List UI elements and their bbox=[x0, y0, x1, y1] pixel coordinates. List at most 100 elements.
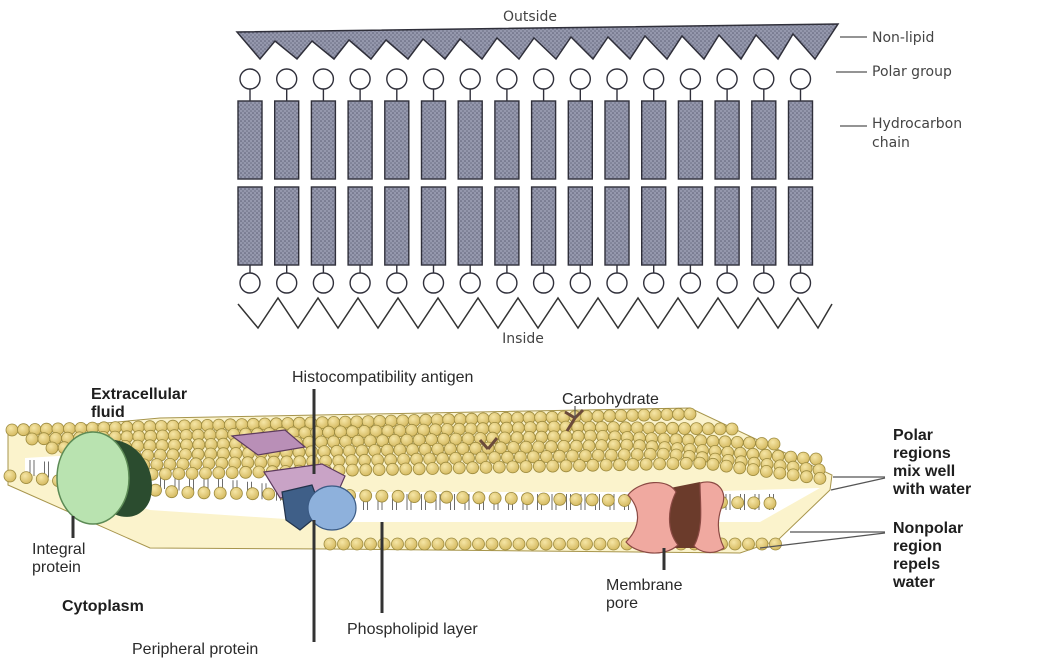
polar-head-lower bbox=[277, 273, 297, 293]
polar-head-upper bbox=[424, 69, 444, 89]
phospholipid-head bbox=[440, 462, 452, 474]
polar-head-lower bbox=[607, 273, 627, 293]
phospholipid-head bbox=[533, 460, 545, 472]
phospholipid-head bbox=[441, 491, 453, 503]
phospholipid-head bbox=[213, 467, 225, 479]
polar-head-lower bbox=[424, 273, 444, 293]
phospholipid-head bbox=[405, 538, 417, 550]
nonpolar-region-label-3: repels bbox=[893, 556, 940, 573]
phospholipid-head bbox=[4, 470, 16, 482]
hydrocarbon-chain-upper bbox=[238, 101, 262, 179]
phospholipid-head bbox=[592, 410, 604, 422]
phospholipid-head bbox=[714, 423, 726, 435]
hydrocarbon-chain-lower bbox=[532, 187, 556, 265]
phospholipid-head bbox=[392, 490, 404, 502]
phospholipid-head bbox=[453, 462, 465, 474]
phospholipid-head bbox=[614, 459, 626, 471]
hydrocarbon-chain-lower bbox=[789, 187, 813, 265]
phospholipid-head bbox=[667, 422, 679, 434]
phospholipid-head bbox=[6, 424, 18, 436]
nonpolar-region-label-2: region bbox=[893, 538, 942, 555]
phospholipid-head bbox=[604, 410, 616, 422]
phospholipid-head bbox=[392, 538, 404, 550]
hydrocarbon-chain-lower bbox=[752, 187, 776, 265]
phospholipid-head bbox=[726, 423, 738, 435]
hydrocarbon-chain-upper bbox=[458, 101, 482, 179]
phospholipid-head bbox=[640, 458, 652, 470]
phospholipid-head bbox=[680, 457, 692, 469]
peripheral-protein-label: Peripheral protein bbox=[132, 641, 258, 658]
phospholipid-head bbox=[690, 423, 702, 435]
polar-head-lower bbox=[680, 273, 700, 293]
outside-label: Outside bbox=[503, 9, 557, 25]
polar-head-upper bbox=[570, 69, 590, 89]
phospholipid-head bbox=[560, 460, 572, 472]
phospholipid-head bbox=[627, 458, 639, 470]
polar-head-upper bbox=[607, 69, 627, 89]
hydrocarbon-chain-upper bbox=[789, 101, 813, 179]
phospholipid-head bbox=[600, 459, 612, 471]
phospholipid-head bbox=[173, 468, 185, 480]
polar-head-upper bbox=[534, 69, 554, 89]
hydrocarbon-chain-upper bbox=[275, 101, 299, 179]
polar-head-upper bbox=[350, 69, 370, 89]
phospholipid-head bbox=[586, 494, 598, 506]
phospholipid-head bbox=[240, 466, 252, 478]
hydrocarbon-chain-lower bbox=[348, 187, 372, 265]
phospholipid-head bbox=[489, 492, 501, 504]
phospholipid-head bbox=[554, 493, 566, 505]
polar-head-upper bbox=[680, 69, 700, 89]
polar-head-upper bbox=[754, 69, 774, 89]
phospholipid-head bbox=[594, 538, 606, 550]
polar-head-upper bbox=[313, 69, 333, 89]
phospholipid-head bbox=[253, 466, 265, 478]
polar-head-upper bbox=[460, 69, 480, 89]
phospholipid-head bbox=[574, 460, 586, 472]
hydrocarbon-chain-lower bbox=[458, 187, 482, 265]
phospholipid-head bbox=[570, 494, 582, 506]
phospholipid-head bbox=[527, 538, 539, 550]
polar-regions-label-1: Polar bbox=[893, 427, 933, 444]
phospholipid-head bbox=[480, 461, 492, 473]
hydrocarbon-chain-lower bbox=[238, 187, 262, 265]
hydrocarbon-chain-upper bbox=[422, 101, 446, 179]
polar-head-lower bbox=[754, 273, 774, 293]
phospholipid-head bbox=[226, 467, 238, 479]
polar-head-lower bbox=[350, 273, 370, 293]
polar-head-upper bbox=[497, 69, 517, 89]
phospholipid-head bbox=[521, 493, 533, 505]
phospholipid-layer-label: Phospholipid layer bbox=[347, 621, 478, 638]
phospholipid-head bbox=[182, 487, 194, 499]
phospholipid-head bbox=[159, 468, 171, 480]
phospholipid-head bbox=[770, 538, 782, 550]
phospholipid-head bbox=[581, 538, 593, 550]
hydrocarbon-chain-upper bbox=[752, 101, 776, 179]
phospholipid-head bbox=[520, 461, 532, 473]
phospholipid-head bbox=[186, 467, 198, 479]
phospholipid-head bbox=[378, 538, 390, 550]
hydrocarbon-chain-lower bbox=[422, 187, 446, 265]
phospholipid-head bbox=[768, 438, 780, 450]
phospholipid-head bbox=[756, 438, 768, 450]
phospholipid-head bbox=[346, 464, 358, 476]
phospholipid-head bbox=[507, 461, 519, 473]
hydrocarbon-chain-lower bbox=[642, 187, 666, 265]
phospholipid-head bbox=[760, 465, 772, 477]
phospholipid-head bbox=[400, 463, 412, 475]
phospholipid-head bbox=[505, 492, 517, 504]
hydrocarbon-chain-upper bbox=[348, 101, 372, 179]
phospholipid-head bbox=[338, 538, 350, 550]
polar-head-lower bbox=[387, 273, 407, 293]
phospholipid-head bbox=[744, 437, 756, 449]
phospholipid-head bbox=[419, 538, 431, 550]
polar-head-upper bbox=[717, 69, 737, 89]
phospholipid-head bbox=[615, 410, 627, 422]
phospholipid-head bbox=[365, 538, 377, 550]
phospholipid-head bbox=[801, 471, 813, 483]
phospholipid-head bbox=[667, 458, 679, 470]
extracellular-label-line2: fluid bbox=[91, 404, 125, 421]
integral-protein-label-line1: Integral bbox=[32, 541, 85, 558]
polar-head-lower bbox=[791, 273, 811, 293]
inside-label: Inside bbox=[502, 331, 544, 347]
